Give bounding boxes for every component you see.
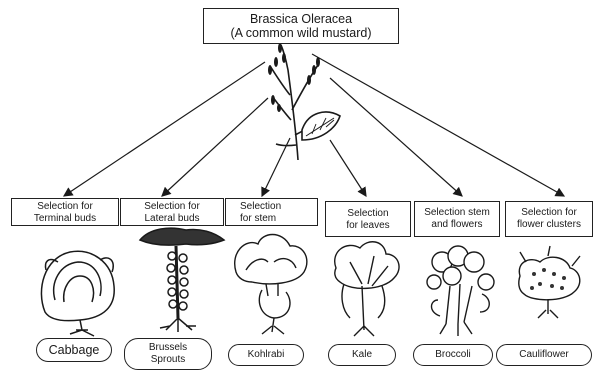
selection-label-line2: and flowers bbox=[431, 219, 483, 230]
selection-label-line1: Selection bbox=[347, 208, 389, 219]
brussels-sprouts-icon bbox=[138, 227, 226, 332]
arrows bbox=[63, 53, 566, 198]
broccoli-icon bbox=[426, 245, 495, 336]
plant-name-label-line1: Brussels bbox=[148, 342, 188, 353]
plant-name-kale: Kale bbox=[328, 344, 396, 366]
selection-label-line1: Selection for bbox=[144, 201, 200, 212]
selection-box-lateral-buds: Selection for Lateral buds bbox=[120, 198, 224, 226]
plant-name-cabbage: Cabbage bbox=[36, 338, 112, 362]
selection-box-stem: Selection for stem bbox=[225, 198, 318, 226]
selection-box-flower-clusters: Selection for flower clusters bbox=[505, 201, 593, 237]
selection-label-line1: Selection for bbox=[37, 201, 93, 212]
plant-name-label: Cabbage bbox=[48, 343, 100, 357]
kohlrabi-icon bbox=[234, 233, 308, 335]
root-species-name: Brassica Oleracea bbox=[249, 12, 353, 26]
root-species-box: Brassica Oleracea (A common wild mustard… bbox=[203, 8, 399, 44]
arrow-to-cabbage bbox=[63, 61, 266, 197]
arrow-to-brussels bbox=[161, 97, 269, 197]
plant-name-broccoli: Broccoli bbox=[413, 344, 493, 366]
plant-name-label: Broccoli bbox=[435, 349, 471, 360]
plant-name-cauliflower: Cauliflower bbox=[496, 344, 592, 366]
plant-name-label: Kale bbox=[351, 349, 372, 360]
selection-label-line2: Terminal buds bbox=[33, 213, 97, 224]
plant-name-label: Cauliflower bbox=[519, 349, 569, 360]
selection-label-line1: Selection for bbox=[521, 207, 577, 218]
selection-box-stem-flowers: Selection stem and flowers bbox=[414, 201, 500, 237]
plant-name-label-line2: Sprouts bbox=[150, 354, 186, 365]
selection-box-leaves: Selection for leaves bbox=[325, 201, 411, 237]
selection-label-line1: Selection stem bbox=[424, 207, 490, 218]
arrow-to-kohlrabi bbox=[261, 137, 291, 198]
root-species-common-name: (A common wild mustard) bbox=[230, 26, 372, 40]
selection-label-line2: flower clusters bbox=[517, 219, 581, 230]
mustard-plant-icon bbox=[268, 43, 341, 161]
selection-box-terminal-buds: Selection for Terminal buds bbox=[11, 198, 119, 226]
selection-label-line2: for stem bbox=[240, 213, 277, 224]
selection-label-line2: for leaves bbox=[346, 220, 390, 231]
selection-label-line2: Lateral buds bbox=[144, 213, 200, 224]
cabbage-icon bbox=[40, 250, 115, 337]
arrow-to-cauliflower bbox=[311, 53, 566, 197]
arrow-to-kale bbox=[329, 139, 367, 198]
plant-name-brussels-sprouts: Brussels Sprouts bbox=[124, 338, 212, 370]
arrow-to-broccoli bbox=[329, 77, 463, 197]
selection-label-line1: Selection bbox=[240, 201, 282, 212]
plant-name-kohlrabi: Kohlrabi bbox=[228, 344, 304, 366]
cauliflower-icon bbox=[518, 245, 581, 319]
plant-name-label: Kohlrabi bbox=[247, 349, 285, 360]
kale-icon bbox=[334, 241, 400, 337]
